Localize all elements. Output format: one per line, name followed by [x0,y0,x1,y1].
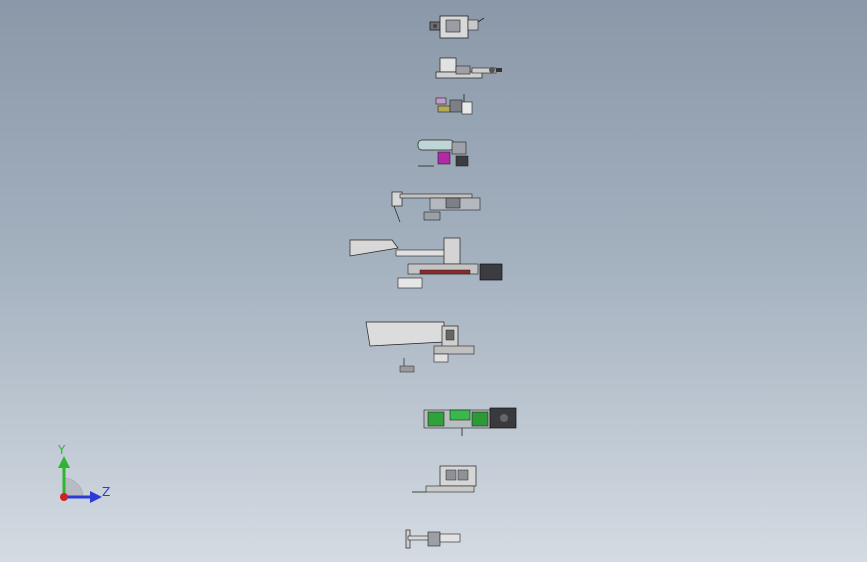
station-1-clamp-assembly[interactable] [426,12,486,42]
station-9-block-assembly[interactable] [410,464,480,498]
axis-plane-arc [63,477,84,498]
station-8-green-motor-assembly[interactable] [420,404,520,438]
station-7-frame-assembly[interactable] [364,318,480,376]
station-6-long-arm-assembly[interactable] [348,236,506,292]
z-axis-arrow [90,491,102,503]
station-10-bracket-assembly[interactable] [404,526,464,552]
axis-triad-graphic [58,456,102,503]
station-3-fixture-assembly[interactable] [434,94,476,118]
axis-triad: Y Z [48,440,118,510]
y-axis-label: Y [58,443,66,457]
z-axis-label: Z [102,485,111,499]
station-2-cylinder-assembly[interactable] [434,56,504,82]
y-axis-arrow [58,456,70,468]
origin-dot [60,493,68,501]
station-5-linear-slide-assembly[interactable] [390,188,486,224]
station-4-gripper-assembly[interactable] [416,136,474,172]
